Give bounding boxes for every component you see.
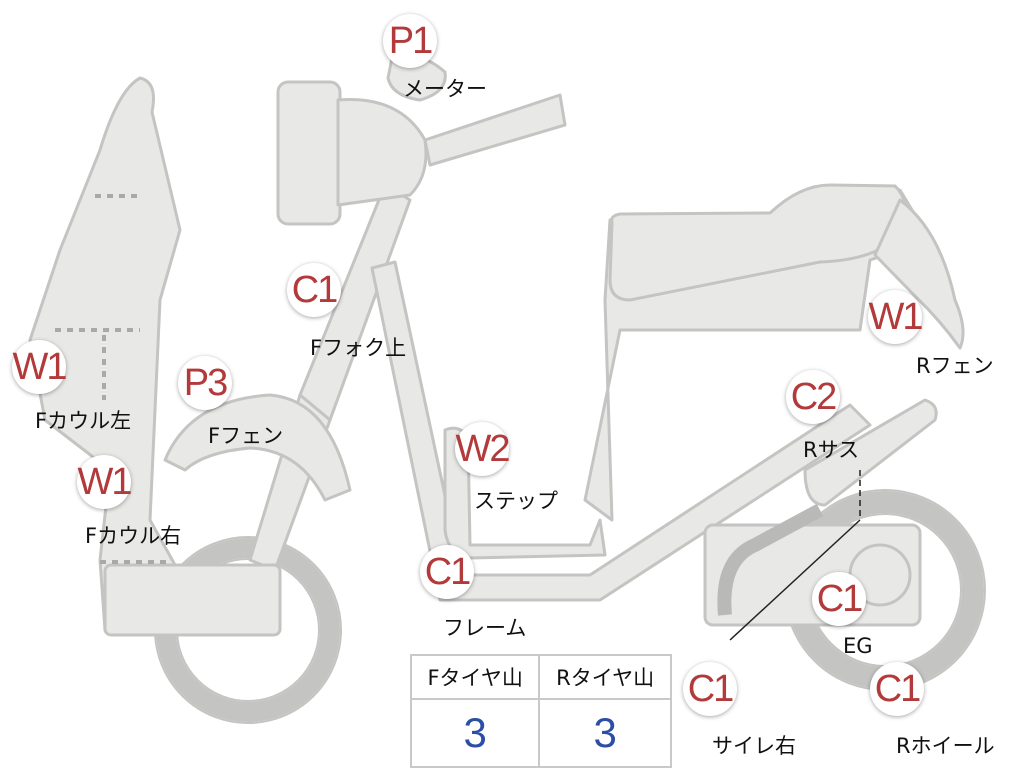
handlebar-head: [336, 98, 428, 207]
front-fender: [163, 393, 352, 502]
label-muffler-right: サイレ右: [712, 734, 796, 758]
muffler-pipe: [717, 503, 824, 616]
label-meter: メーター: [403, 77, 487, 101]
rear-tread-header: Rタイヤ山: [538, 654, 672, 700]
front-tread-header: Fタイヤ山: [409, 654, 541, 700]
badge-f-fender: P3: [178, 356, 232, 410]
label-frame: フレーム: [443, 616, 527, 640]
rear-tread-value: 3: [538, 698, 672, 768]
badge-step: W2: [455, 422, 511, 476]
badge-r-wheel: C1: [870, 662, 924, 716]
label-r-wheel: Rホイール: [896, 734, 995, 758]
label-f-cowl-left: Fカウル左: [35, 409, 132, 433]
rear-shock: [803, 398, 938, 507]
badge-f-cowl-right: W1: [77, 455, 133, 509]
front-bumper: [103, 563, 282, 637]
label-r-fender: Rフェン: [916, 354, 994, 378]
badge-engine: C1: [812, 572, 866, 626]
badge-muffler-right: C1: [683, 662, 737, 716]
badge-r-sus: C2: [786, 370, 840, 424]
label-f-fender: Fフェン: [208, 424, 284, 448]
label-engine: EG: [843, 634, 873, 658]
badge-f-fork-top: C1: [287, 263, 341, 317]
badge-f-cowl-left: W1: [12, 340, 68, 394]
label-f-cowl-right: Fカウル右: [85, 524, 182, 548]
headlight: [276, 80, 342, 226]
frame: [370, 260, 872, 602]
badge-r-fender: W1: [868, 290, 924, 344]
badge-frame: C1: [420, 545, 474, 599]
label-f-fork-top: Fフォク上: [310, 336, 407, 360]
badge-meter: P1: [383, 14, 437, 68]
label-step: ステップ: [474, 489, 558, 513]
label-r-sus: Rサス: [803, 438, 860, 462]
tire-tread-table: Fタイヤ山 Rタイヤ山 3 3: [409, 654, 672, 768]
handlebar: [423, 93, 567, 167]
rear-fender: [873, 198, 965, 350]
front-tread-value: 3: [409, 698, 541, 768]
